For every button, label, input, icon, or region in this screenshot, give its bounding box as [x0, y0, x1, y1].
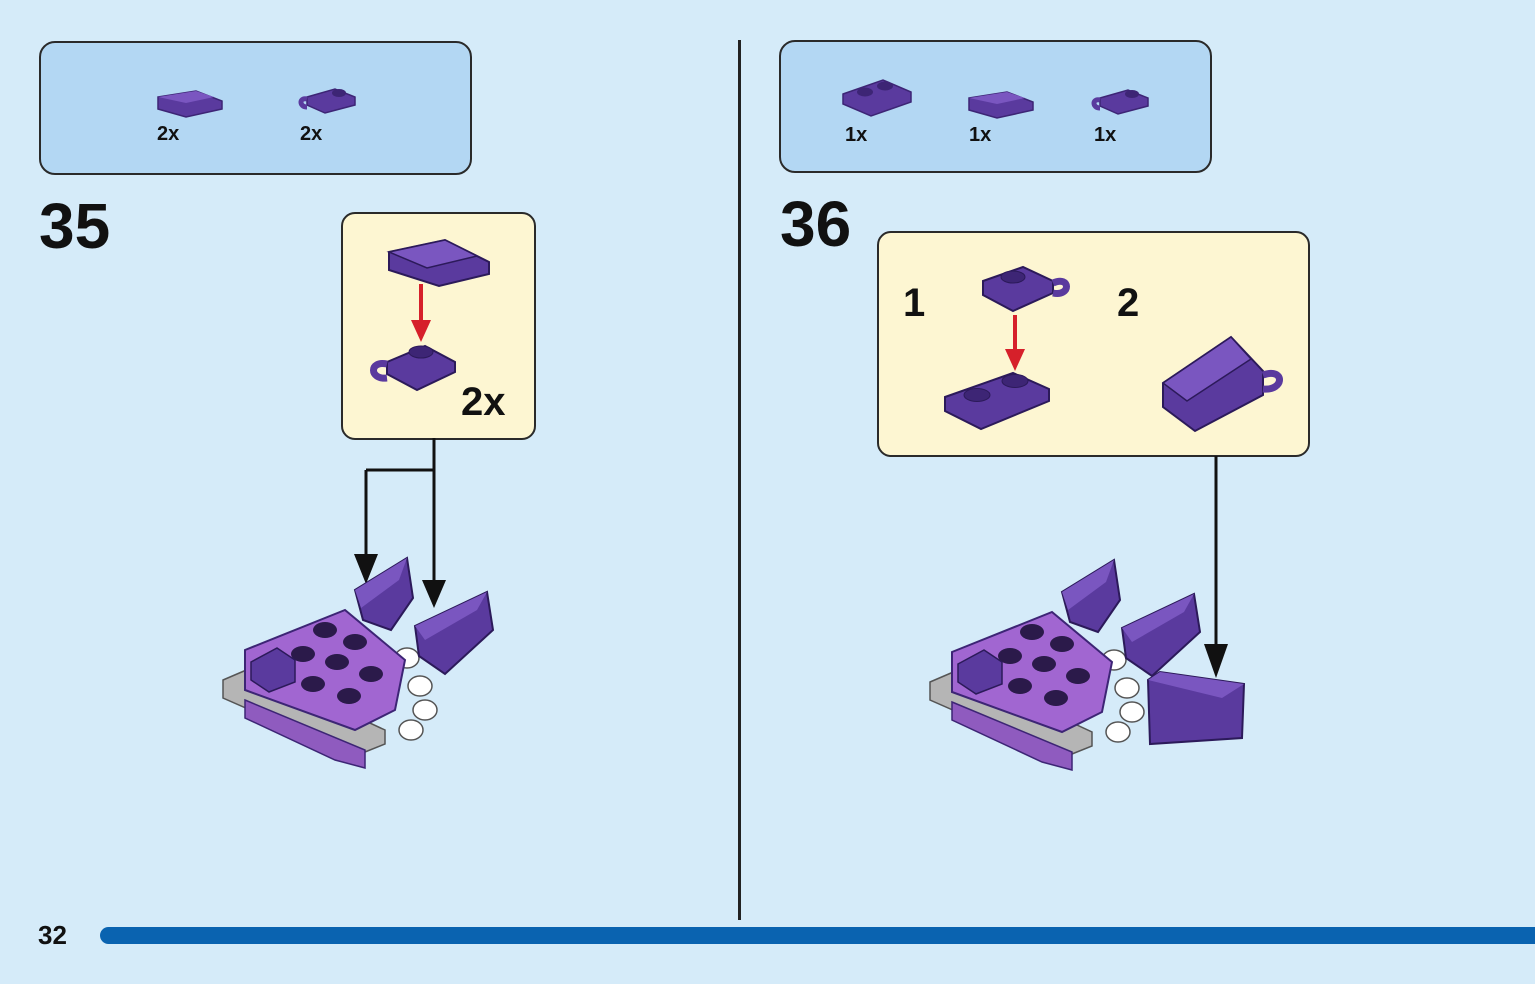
plate-1x2-icon — [842, 79, 912, 117]
substep-number: 1 — [903, 281, 926, 325]
part-qty: 1x — [1094, 124, 1117, 146]
parts-list-step-36: 1x 1x 1x — [779, 40, 1212, 173]
parts-list-step-35: 2x 2x — [39, 41, 472, 175]
multiplier: 2x — [461, 380, 506, 424]
page-number: 32 — [38, 920, 67, 950]
progress-bar — [100, 927, 1535, 944]
clip-plate-brick — [370, 344, 456, 392]
part-qty: 1x — [845, 124, 868, 146]
placement-arrow — [1204, 456, 1228, 678]
curved-slope-icon — [157, 90, 223, 118]
clip-plate-brick — [982, 265, 1070, 313]
substep-number: 2 — [1117, 281, 1140, 325]
sub-assembly-callout: 2x — [341, 212, 536, 440]
red-arrow — [411, 284, 431, 342]
plate-1x2-brick — [944, 371, 1050, 431]
red-arrow — [1005, 315, 1025, 371]
combined-sub-assembly — [1161, 335, 1283, 433]
step-number: 35 — [39, 190, 111, 262]
curved-slope-icon — [968, 91, 1034, 119]
part-qty: 2x — [300, 123, 323, 145]
clip-plate-icon — [1091, 89, 1149, 115]
placement-arrows — [354, 438, 446, 608]
step-number: 36 — [780, 188, 852, 260]
model-step-36 — [929, 558, 1246, 771]
page-divider — [738, 40, 741, 920]
part-qty: 1x — [969, 124, 992, 146]
part-qty: 2x — [157, 123, 180, 145]
sub-assembly-callout: 1 2 — [877, 231, 1310, 457]
model-step-35 — [222, 556, 495, 769]
curved-slope-brick — [386, 238, 490, 288]
clip-plate-icon — [298, 88, 356, 114]
